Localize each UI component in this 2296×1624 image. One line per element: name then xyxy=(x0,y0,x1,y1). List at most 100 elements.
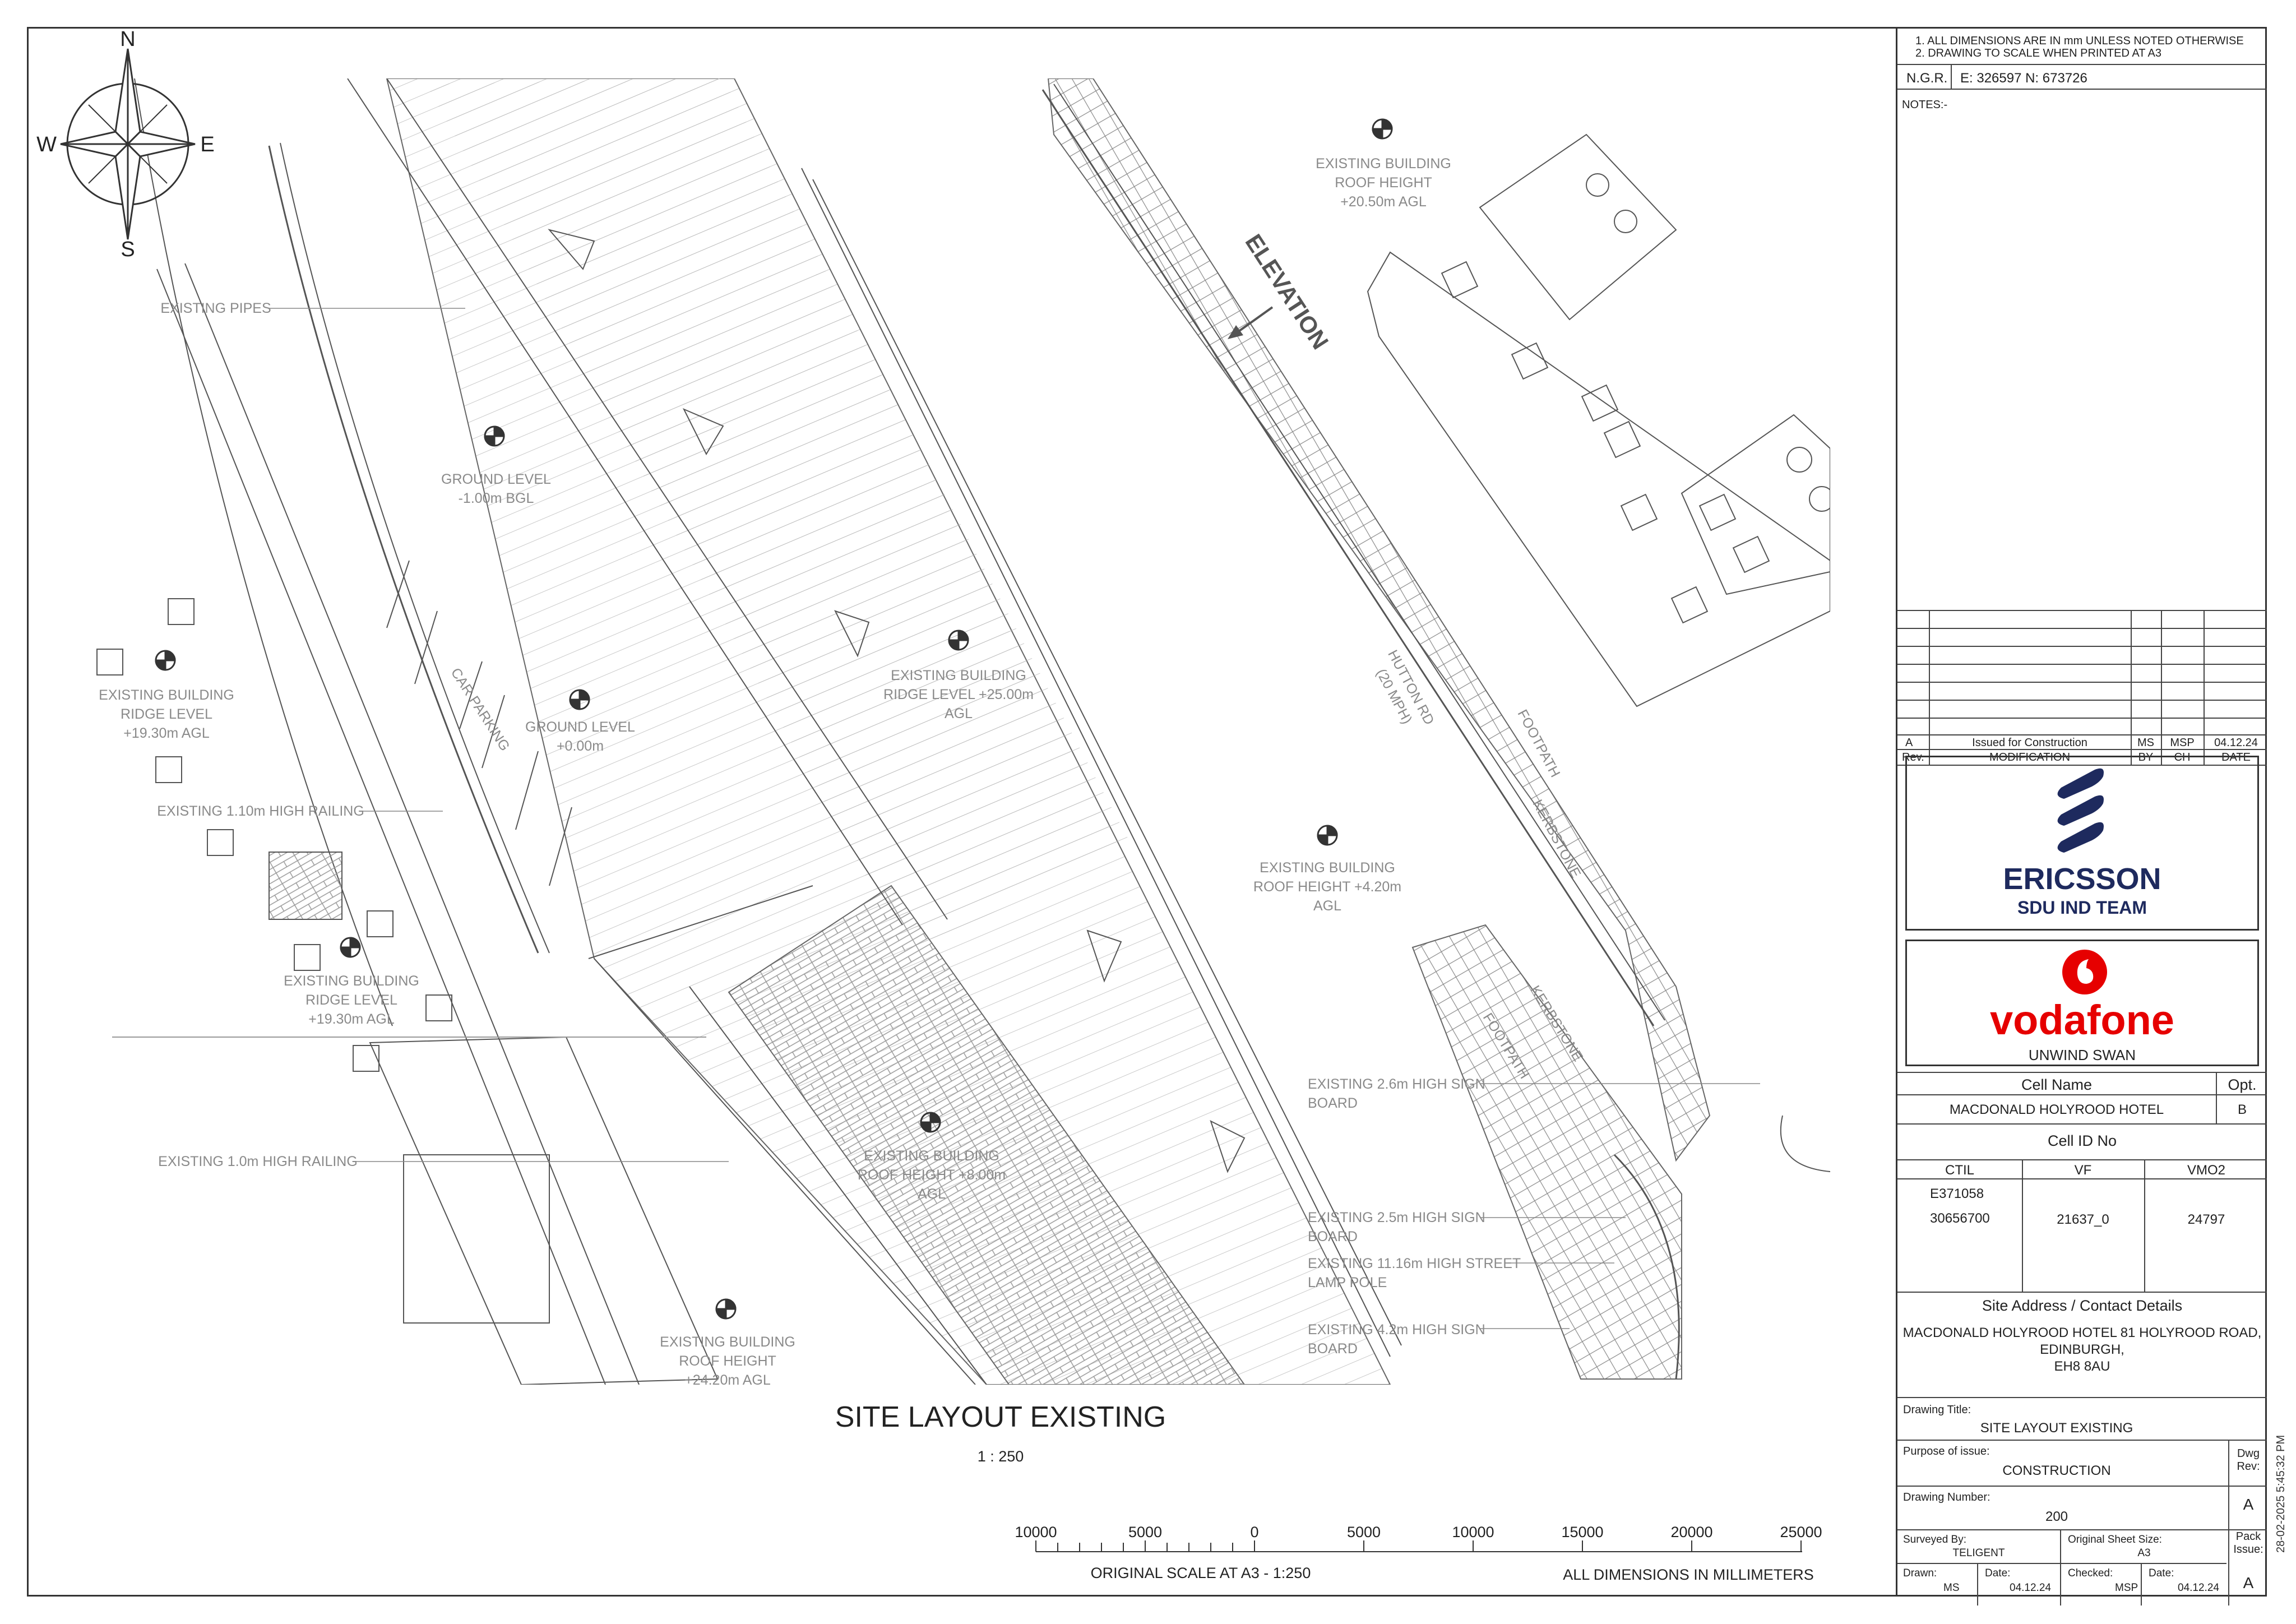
rev-modification: Issued for Construction xyxy=(1972,737,2087,749)
checked-date-value: 04.12.24 xyxy=(2178,1582,2219,1594)
address-line-1: MACDONALD HOLYROOD HOTEL 81 HOLYROOD ROA… xyxy=(1902,1325,2262,1340)
ctil-id-2: 30656700 xyxy=(1930,1211,1990,1226)
scale-tick-6: 20000 xyxy=(1670,1524,1712,1540)
drawing-number-value: 200 xyxy=(2045,1509,2068,1524)
rev-header-by: BY xyxy=(2138,751,2154,764)
vodafone-sub: UNWIND SWAN xyxy=(2028,1047,2136,1063)
opt-value: B xyxy=(2237,1102,2247,1117)
cell-id-label: Cell ID No xyxy=(2047,1132,2117,1149)
scale-tick-1: 5000 xyxy=(1128,1524,1162,1540)
level-markers xyxy=(155,118,1393,1320)
rev-value: A xyxy=(1905,737,1913,749)
sheet-size-value: A3 xyxy=(2137,1547,2151,1559)
drawing-title: SITE LAYOUT EXISTING xyxy=(835,1401,1166,1433)
label-existing-pipes: EXISTING PIPES xyxy=(160,300,271,316)
cell-name-value: MACDONALD HOLYROOD HOTEL xyxy=(1949,1102,2164,1117)
note-line-1: 1. ALL DIMENSIONS ARE IN mm UNLESS NOTED… xyxy=(1915,35,2244,47)
pack-issue-value: A xyxy=(2243,1574,2254,1591)
checked-value: MSP xyxy=(2115,1582,2138,1594)
ericsson-name: ERICSSON xyxy=(2003,862,2161,896)
drawn-date-label: Date: xyxy=(1985,1567,2011,1579)
drawn-value: MS xyxy=(1943,1582,1960,1594)
rev-header-date: DATE xyxy=(2221,751,2251,764)
compass-n: N xyxy=(120,27,135,51)
all-dimensions-note: ALL DIMENSIONS IN MILLIMETERS xyxy=(1563,1566,1814,1583)
checked-date-label: Date: xyxy=(2149,1567,2174,1579)
address-line-2: EDINBURGH, xyxy=(2040,1342,2124,1357)
vodafone-name: vodafone xyxy=(1990,997,2174,1043)
print-timestamp: 28-02-2025 5:45:32 PM xyxy=(2275,1435,2287,1553)
vodafone-logo-icon xyxy=(2062,950,2107,994)
drawing-scale: 1 : 250 xyxy=(978,1448,1024,1465)
drawn-date-value: 04.12.24 xyxy=(2010,1582,2051,1594)
notes-label: NOTES:- xyxy=(1902,99,1948,111)
vodafone-logo-box: vodafone UNWIND SWAN xyxy=(1905,940,2259,1066)
site-address-label: Site Address / Contact Details xyxy=(1982,1297,2183,1314)
drawing-title-value: SITE LAYOUT EXISTING xyxy=(1980,1421,2133,1436)
label-ground-level-1: GROUND LEVEL-1.00m BGL xyxy=(441,471,551,506)
rev-ch: MSP xyxy=(2170,737,2195,749)
vmo2-id: 24797 xyxy=(2187,1212,2225,1227)
drawing-frame xyxy=(27,27,2267,1597)
compass-s: S xyxy=(121,238,135,261)
ngr-value: E: 326597 N: 673726 xyxy=(1960,71,2087,86)
rev-header-mod: MODIFICATION xyxy=(1989,751,2071,764)
scale-tick-5: 15000 xyxy=(1561,1524,1603,1540)
drawing-title-label: Drawing Title: xyxy=(1903,1404,1971,1416)
cell-name-label: Cell Name xyxy=(2021,1076,2093,1093)
ericsson-logo-icon xyxy=(2057,768,2104,853)
scale-tick-4: 10000 xyxy=(1452,1524,1494,1540)
purpose-value: CONSTRUCTION xyxy=(2002,1463,2111,1478)
address-line-3: EH8 8AU xyxy=(2054,1359,2110,1374)
scale-tick-2: 0 xyxy=(1250,1524,1258,1540)
label-railing-10: EXISTING 1.0m HIGH RAILING xyxy=(158,1154,358,1169)
surveyed-by-value: TELIGENT xyxy=(1952,1547,2005,1559)
vmo2-label: VMO2 xyxy=(2187,1163,2225,1178)
rev-header-ch: CH xyxy=(2174,751,2191,764)
label-ground-level-2: GROUND LEVEL+0.00m xyxy=(525,719,635,754)
rev-header-rev: Rev. xyxy=(1902,751,1924,764)
vf-id: 21637_0 xyxy=(2057,1212,2109,1227)
label-car-parking: CAR PARKING xyxy=(448,665,513,754)
drawn-label: Drawn: xyxy=(1903,1567,1937,1579)
title-block: 1. ALL DIMENSIONS ARE IN mm UNLESS NOTED… xyxy=(1896,27,2267,1606)
compass-e: E xyxy=(200,133,214,156)
rev-by: MS xyxy=(2137,737,2154,749)
opt-label: Opt. xyxy=(2228,1076,2257,1093)
label-railing-110: EXISTING 1.10m HIGH RAILING xyxy=(157,803,364,819)
scale-tick-3: 5000 xyxy=(1347,1524,1381,1540)
scale-tick-7: 25000 xyxy=(1780,1524,1822,1540)
sheet-size-label: Original Sheet Size: xyxy=(2068,1534,2162,1546)
checked-label: Checked: xyxy=(2068,1567,2113,1579)
compass-w: W xyxy=(36,133,57,156)
ctil-label: CTIL xyxy=(1945,1163,1974,1178)
scale-tick-0: 10000 xyxy=(1015,1524,1057,1540)
original-scale-note: ORIGINAL SCALE AT A3 - 1:250 xyxy=(1091,1565,1311,1581)
ericsson-logo-box: ERICSSON SDU IND TEAM xyxy=(1905,756,2259,931)
dwg-rev-value: A xyxy=(2243,1496,2254,1513)
ericsson-team: SDU IND TEAM xyxy=(2017,897,2147,918)
scale-bar: 10000 5000 0 5000 10000 15000 20000 2500… xyxy=(1015,1524,1822,1583)
ngr-label: N.G.R. xyxy=(1906,71,1948,86)
rev-date: 04.12.24 xyxy=(2214,737,2258,749)
label-hutton-rd: HUTTON RD(20 MPH) xyxy=(1368,647,1437,737)
ctil-id-1: E371058 xyxy=(1930,1186,1984,1201)
note-line-2: 2. DRAWING TO SCALE WHEN PRINTED AT A3 xyxy=(1915,47,2161,59)
purpose-label: Purpose of issue: xyxy=(1903,1445,1990,1458)
compass-rose: N S W E xyxy=(36,27,215,261)
site-plan: N S W E ELEVATION EXISTING PIPES GROUND … xyxy=(36,27,1830,1583)
surveyed-by-label: Surveyed By: xyxy=(1903,1534,1966,1546)
